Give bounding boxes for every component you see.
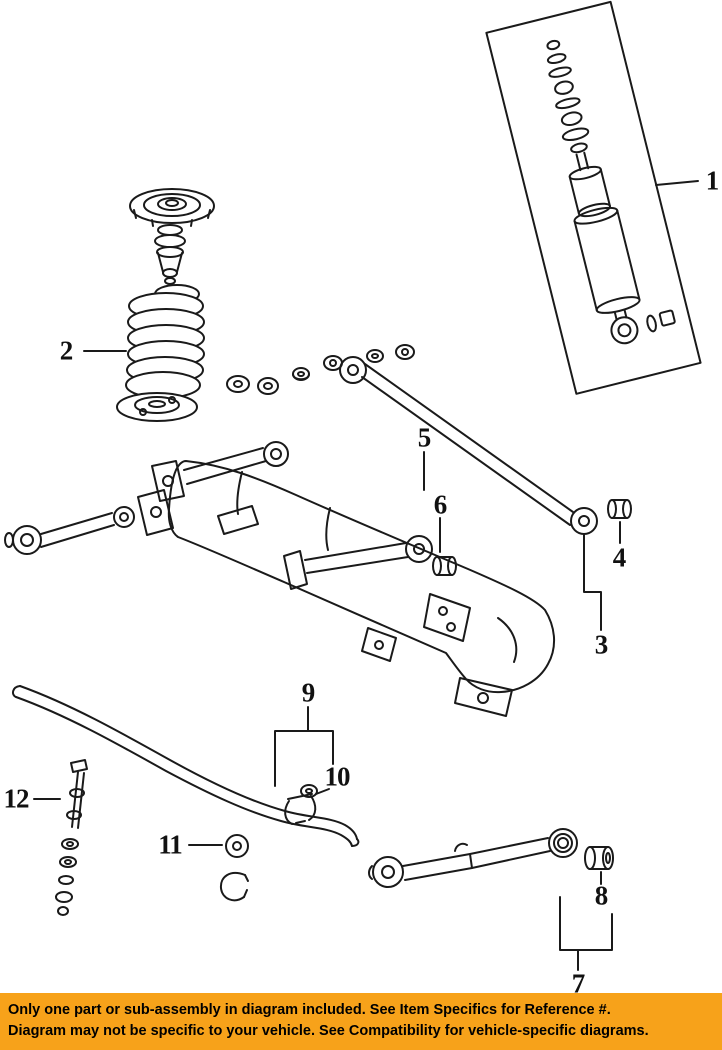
stabilizer-bar: [11, 685, 360, 847]
shock-absorber-assembly: [485, 0, 702, 395]
disclaimer-line-1: Only one part or sub-assembly in diagram…: [8, 1002, 611, 1018]
rod-bushing: [432, 556, 457, 576]
callout-3: 3: [594, 629, 608, 660]
upper-control-arm: [151, 441, 289, 502]
callout-7: 7: [571, 968, 585, 999]
disclaimer-banner: Only one part or sub-assembly in diagram…: [0, 993, 722, 1050]
coil-spring-assembly: [116, 188, 215, 422]
callout-12: 12: [3, 783, 30, 814]
callout-6: 6: [433, 489, 447, 520]
callout-11: 11: [158, 829, 182, 860]
callout-8: 8: [594, 880, 608, 911]
callout-9: 9: [301, 677, 315, 708]
axle-housing: [167, 460, 555, 717]
callout-leader-lines: [33, 180, 699, 971]
arm-bushing: [584, 846, 614, 870]
callout-2: 2: [59, 335, 73, 366]
left-lateral-arm: [4, 489, 174, 555]
stabilizer-clamp-and-bushings: [219, 784, 318, 902]
center-lateral-rod: [283, 535, 433, 590]
callout-1: 1: [705, 165, 719, 196]
callout-4: 4: [612, 542, 626, 573]
disclaimer-line-2: Diagram may not be specific to your vehi…: [8, 1023, 649, 1039]
track-rod-bushing: [607, 499, 632, 519]
stabilizer-link: [55, 759, 88, 916]
suspension-diagram-illustration: [4, 0, 702, 971]
callout-10: 10: [324, 761, 351, 792]
callout-5: 5: [417, 422, 431, 453]
lower-control-arm: [368, 828, 578, 888]
washer-and-bushing-hardware: [226, 344, 415, 395]
upper-track-rod: [339, 356, 598, 535]
